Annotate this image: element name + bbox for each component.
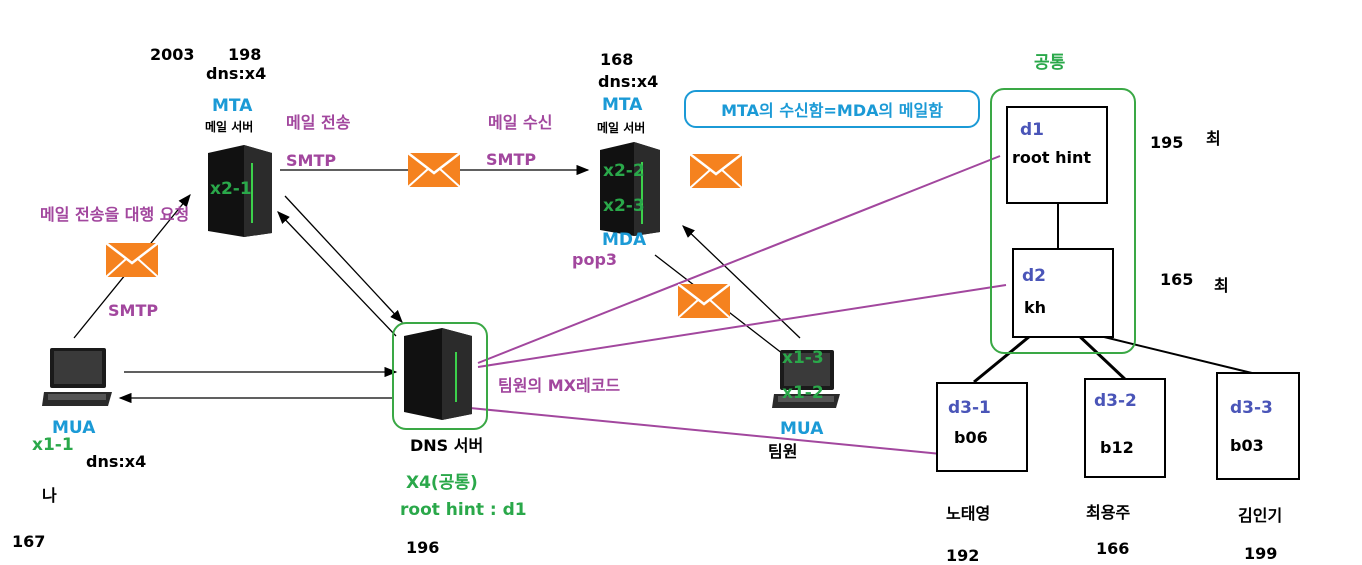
d3-1-name: d3-1 [948, 398, 991, 418]
dns-line-d1 [477, 155, 1001, 364]
my-owner: 나 [42, 486, 57, 505]
tree-d2-d31 [973, 334, 1031, 384]
send-label: 메일 전송 [286, 113, 351, 132]
d3-2-name: d3-2 [1094, 391, 1137, 411]
my-mua-dns: dns:x4 [86, 452, 147, 471]
d3-3-person: 김인기 [1238, 506, 1283, 525]
tree-d2-d32 [1073, 330, 1130, 384]
arrow-dns-to-mta [277, 211, 397, 337]
d3-1-text: b06 [954, 428, 988, 447]
dns-zone: X4(공통) [406, 473, 478, 493]
mta1-role: MTA [212, 96, 253, 116]
tree-node-d2 [1012, 248, 1114, 338]
mx-record-label: 팀원의 MX레코드 [498, 376, 621, 395]
laptop-icon [42, 348, 112, 406]
mta2-dns: dns:x4 [598, 72, 659, 91]
common-group-box [990, 88, 1136, 354]
d3-2-text: b12 [1100, 438, 1134, 457]
dns-hint: root hint : d1 [400, 500, 527, 520]
smtp-label-c: SMTP [108, 301, 159, 320]
mta1-label: 메일 서버 [205, 120, 254, 134]
d2-text: kh [1024, 298, 1047, 317]
smtp-label-a: SMTP [286, 151, 337, 170]
team-mua-label: MUA [780, 419, 824, 439]
envelope-icon [678, 284, 730, 318]
d3-3-score: 199 [1244, 544, 1278, 563]
d1-text: root hint [1012, 148, 1092, 167]
mta-mda-callout: MTA의 수신함=MDA의 메일함 [684, 90, 980, 128]
mta2-id-a: x2-2 [603, 161, 645, 181]
envelope-icon [690, 154, 742, 188]
relay-request-label: 메일 전송을 대행 요청 [40, 205, 190, 224]
envelope-icon [408, 153, 460, 187]
team-owner: 팀원 [768, 442, 798, 461]
team-id-a: x1-3 [782, 348, 824, 368]
server-icon [404, 328, 472, 420]
dns-group-box [392, 322, 488, 430]
arrow-mta-to-dns [284, 195, 403, 323]
d1-score: 195 [1150, 133, 1184, 152]
mta1-dns: dns:x4 [206, 64, 267, 83]
smtp-label-b: SMTP [486, 150, 537, 169]
d3-2-person: 최용주 [1086, 503, 1131, 522]
d2-score: 165 [1160, 270, 1194, 289]
my-mua-id: x1-1 [32, 435, 74, 455]
d1-name: d1 [1020, 120, 1044, 140]
tree-node-d3-2 [1084, 378, 1166, 478]
mta1-id: x2-1 [210, 179, 252, 199]
d1-mark: 최 [1206, 129, 1221, 148]
d3-1-person: 노태영 [946, 504, 991, 523]
mda-role: MDA [602, 230, 647, 250]
mta2-top: 168 [600, 50, 634, 69]
my-score: 167 [12, 532, 46, 551]
tree-node-d1 [1006, 106, 1108, 204]
dns-line-d2 [477, 284, 1007, 368]
my-mua-label: MUA [52, 418, 96, 438]
dns-line-d3 [469, 407, 983, 459]
common-group-label: 공통 [1034, 53, 1066, 73]
dns-server-label: DNS 서버 [410, 436, 484, 455]
tree-node-d3-1 [936, 382, 1028, 472]
server-icon [208, 145, 272, 237]
server-icon [600, 142, 660, 236]
team-id-b: x1-2 [782, 383, 824, 403]
d3-1-score: 192 [946, 546, 980, 565]
d2-mark: 최 [1214, 276, 1229, 295]
d2-name: d2 [1022, 266, 1046, 286]
envelope-icon [106, 243, 158, 277]
d3-3-text: b03 [1230, 436, 1264, 455]
dns-score: 196 [406, 538, 440, 557]
mta2-id-b: x2-3 [603, 196, 645, 216]
mta2-label: 메일 서버 [597, 121, 646, 135]
laptop-icon [772, 350, 840, 408]
mta1-top-right: 198 [228, 45, 262, 64]
mda-proto: pop3 [572, 250, 618, 269]
d3-2-score: 166 [1096, 539, 1130, 558]
mta1-top-left: 2003 [150, 45, 195, 64]
receive-label: 메일 수신 [488, 113, 553, 132]
d3-3-name: d3-3 [1230, 398, 1273, 418]
tree-node-d3-3 [1216, 372, 1300, 480]
mta2-role: MTA [602, 95, 643, 115]
